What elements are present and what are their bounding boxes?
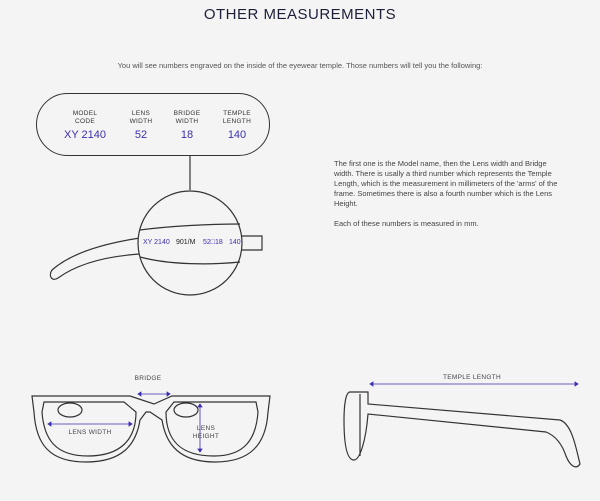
magnifier-circle <box>137 190 243 296</box>
bridge-width-column: BRIDGE WIDTH 18 <box>159 110 215 141</box>
magnifier-band-bottom <box>139 256 241 265</box>
temple-length-label: TEMPLE LENGTH <box>222 110 252 125</box>
page-title: OTHER MEASUREMENTS <box>203 6 397 23</box>
temple-length-value: 140 <box>227 129 247 141</box>
lens-height-label: LENS HEIGHT <box>192 425 220 440</box>
engraving-temple: 140 <box>229 239 241 246</box>
lens-width-column: LENS WIDTH 52 <box>113 110 169 141</box>
magnifier-band-top <box>139 223 241 231</box>
bridge-label: BRIDGE <box>134 375 162 382</box>
temple-arm-outline <box>49 235 263 280</box>
engraving-model: XY 2140 <box>143 239 170 246</box>
model-code-column: MODEL CODE XY 2140 <box>57 110 113 141</box>
temple-length-label: TEMPLE LENGTH <box>442 374 502 381</box>
description-paragraph-1: The first one is the Model name, then th… <box>334 159 558 208</box>
lens-width-label: LENS WIDTH <box>129 110 153 125</box>
measurement-callout: MODEL CODE XY 2140 LENS WIDTH 52 BRIDGE … <box>36 93 270 156</box>
bridge-width-label: BRIDGE WIDTH <box>173 110 201 125</box>
lens-width-label: LENS WIDTH <box>68 429 112 436</box>
description: The first one is the Model name, then th… <box>334 159 564 239</box>
bridge-width-value: 18 <box>180 129 194 141</box>
lens-width-value: 52 <box>134 129 148 141</box>
model-code-label: MODEL CODE <box>72 110 98 125</box>
intro-text: You will see numbers engraved on the ins… <box>117 61 483 70</box>
description-paragraph-2: Each of these numbers is measured in mm. <box>334 219 479 228</box>
side-glasses <box>343 391 581 468</box>
engraving-lens-bridge: 52□18 <box>203 239 223 246</box>
temple-length-column: TEMPLE LENGTH 140 <box>209 110 265 141</box>
model-code-value: XY 2140 <box>63 129 106 141</box>
front-glasses <box>31 395 271 463</box>
engraving-code: 901/M <box>176 239 196 246</box>
